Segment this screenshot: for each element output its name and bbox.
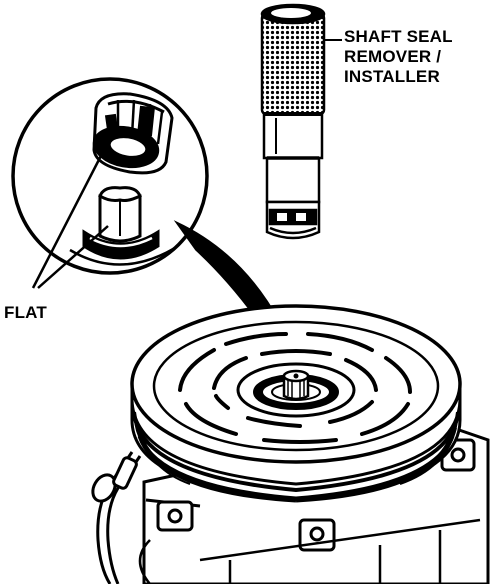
shaft-seal <box>92 92 174 175</box>
tool-shaft <box>265 156 321 204</box>
pulley-slots <box>178 332 412 444</box>
detail-inset <box>11 77 209 275</box>
shaft-end <box>282 374 310 401</box>
seal-remover-tool <box>260 3 326 240</box>
tool-collar <box>262 112 324 160</box>
flat-leader-to-seal <box>31 145 108 289</box>
flat-leader-to-shaft <box>37 225 109 289</box>
tool-knurled-handle <box>260 12 326 116</box>
flat-callout <box>31 145 109 289</box>
clutch-wire <box>91 451 142 584</box>
compressor-shaft-stub <box>69 186 176 266</box>
clutch-pulley <box>130 304 462 503</box>
compressor-assembly <box>91 304 490 584</box>
tool-label-line1: SHAFT SEAL <box>344 27 453 46</box>
tool-label-line3: INSTALLER <box>344 67 440 86</box>
tool-label-line2: REMOVER / <box>344 47 441 66</box>
flat-label: FLAT <box>4 303 47 322</box>
